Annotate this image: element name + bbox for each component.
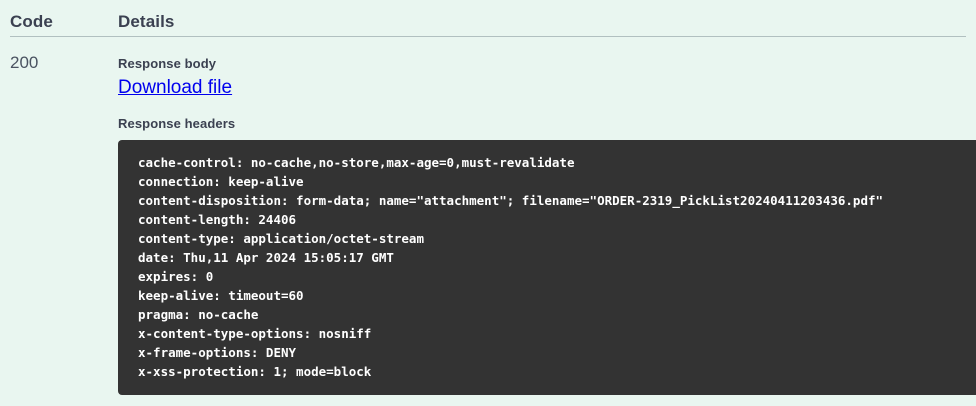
response-details-cell: Response body Download file Response hea…	[110, 53, 976, 395]
response-body-label: Response body	[118, 56, 217, 71]
response-headers-text: cache-control: no-cache,no-store,max-age…	[138, 155, 884, 379]
response-headers-block: cache-control: no-cache,no-store,max-age…	[118, 140, 976, 395]
response-status-code-cell: 200	[0, 53, 110, 73]
table-header-row: Code Details	[0, 0, 976, 36]
column-header-details: Details	[110, 12, 976, 32]
column-header-details-label: Details	[118, 12, 175, 31]
column-header-code-label: Code	[10, 12, 53, 31]
response-headers-label: Response headers	[118, 116, 236, 131]
header-divider	[10, 36, 966, 37]
download-file-link[interactable]: Download file	[118, 77, 233, 98]
responses-table: Code Details 200 Response body Download …	[0, 0, 976, 395]
status-code: 200	[10, 53, 39, 72]
column-header-code: Code	[0, 12, 110, 32]
response-row: 200 Response body Download file Response…	[0, 37, 976, 395]
